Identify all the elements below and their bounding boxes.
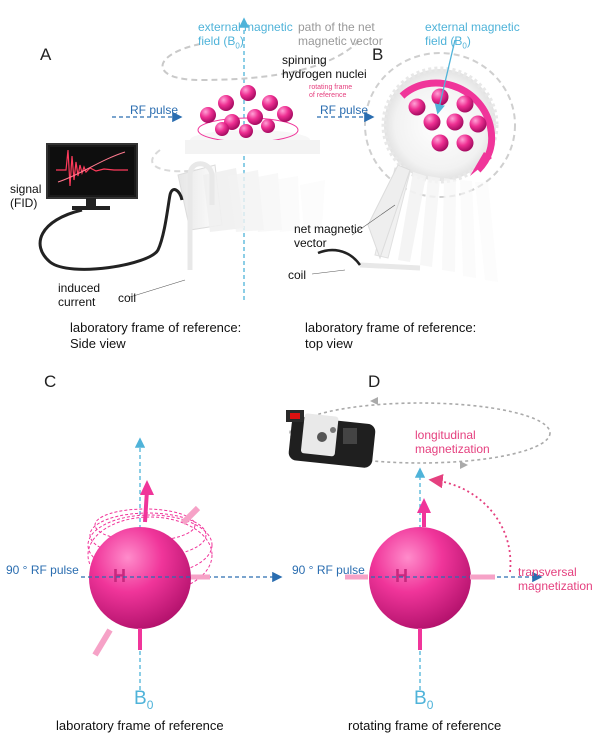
panel-d-letter: D <box>368 372 381 391</box>
a-nuclei-label: spinning hydrogen nuclei <box>282 53 367 81</box>
b-rf-label: RF pulse <box>320 103 369 117</box>
d-flip-arrow <box>428 473 512 573</box>
a-coil-label: coil <box>118 291 137 305</box>
panel-a-letter: A <box>40 45 52 64</box>
d-rf-label: 90 ° RF pulse <box>292 563 365 577</box>
b-coil <box>359 262 421 271</box>
b-caption: laboratory frame of reference: top view <box>305 320 477 351</box>
panel-a-art <box>38 17 361 300</box>
a-field-label: external magnetic field (B0) <box>198 20 293 51</box>
d-camera-icon <box>286 410 376 468</box>
c-caption: laboratory frame of reference <box>56 718 224 733</box>
d-transversal-label: transversal magnetization <box>518 565 593 593</box>
a-coil <box>187 161 215 270</box>
d-proton-sphere <box>369 527 471 629</box>
c-proton-sphere <box>89 527 191 629</box>
a-caption: laboratory frame of reference: Side view <box>70 320 242 351</box>
b-field-label: external magnetic field (B0) <box>425 20 520 51</box>
a-signal-label: signal (FID) <box>10 182 42 210</box>
c-magnetization-arrow <box>143 489 149 523</box>
b-vector-label: net magnetic vector <box>294 222 363 250</box>
b-coil-label: coil <box>288 268 307 282</box>
a-cable <box>38 188 184 271</box>
a-nuclei <box>200 85 293 138</box>
panel-b-letter: B <box>372 45 384 64</box>
d-longitudinal-label: longitudinal magnetization <box>415 428 490 456</box>
panel-c-art: H <box>81 437 283 690</box>
b-nuclei <box>408 88 487 152</box>
a-rotating-frame-label: rotating frame of reference <box>309 84 353 99</box>
c-h-symbol: H <box>113 566 126 586</box>
b-outer-ring <box>364 52 516 198</box>
panel-d-art: H <box>286 397 551 690</box>
c-rf-label: 90 ° RF pulse <box>6 563 79 577</box>
d-camera-orbit <box>289 402 551 464</box>
panel-c-letter: C <box>44 372 57 391</box>
a-path-label: path of the net magnetic vector <box>298 20 383 48</box>
panel-b-art <box>311 39 516 282</box>
a-fid-signal <box>56 149 128 187</box>
d-b0-label: B0 <box>414 688 434 712</box>
d-h-symbol: H <box>395 566 408 586</box>
d-caption: rotating frame of reference <box>348 718 502 733</box>
a-induced-label: induced current <box>58 281 101 309</box>
c-b0-label: B0 <box>134 688 154 712</box>
a-rf-label: RF pulse <box>130 103 179 117</box>
